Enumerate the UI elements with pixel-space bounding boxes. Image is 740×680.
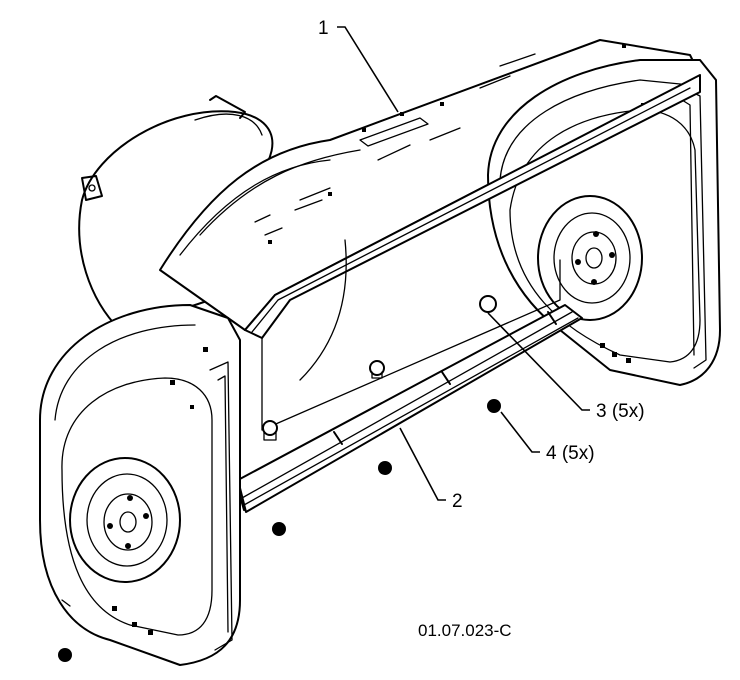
pin-3c xyxy=(262,420,278,441)
callout-3: 3 (5x) xyxy=(596,401,645,422)
pin-3b xyxy=(369,360,385,379)
fastener-4b xyxy=(378,461,392,475)
fastener-4a xyxy=(487,399,501,413)
leader-3 xyxy=(487,312,590,411)
callout-1: 1 xyxy=(318,18,329,39)
leader-4 xyxy=(500,411,540,453)
pin-3a xyxy=(479,295,497,313)
fastener-4d xyxy=(58,648,72,662)
back-panel xyxy=(261,239,561,441)
leader-2 xyxy=(399,427,446,501)
right-side-plate xyxy=(487,44,721,386)
fasteners-4 xyxy=(58,399,501,662)
callout-2: 2 xyxy=(452,491,463,512)
leader-1 xyxy=(337,26,399,113)
left-side-plate xyxy=(39,304,241,666)
leader-lines xyxy=(337,26,590,501)
fastener-4c xyxy=(272,522,286,536)
callout-4: 4 (5x) xyxy=(546,443,595,464)
figure-id-label: 01.07.023-C xyxy=(418,621,512,640)
bottom-strip xyxy=(237,304,583,513)
